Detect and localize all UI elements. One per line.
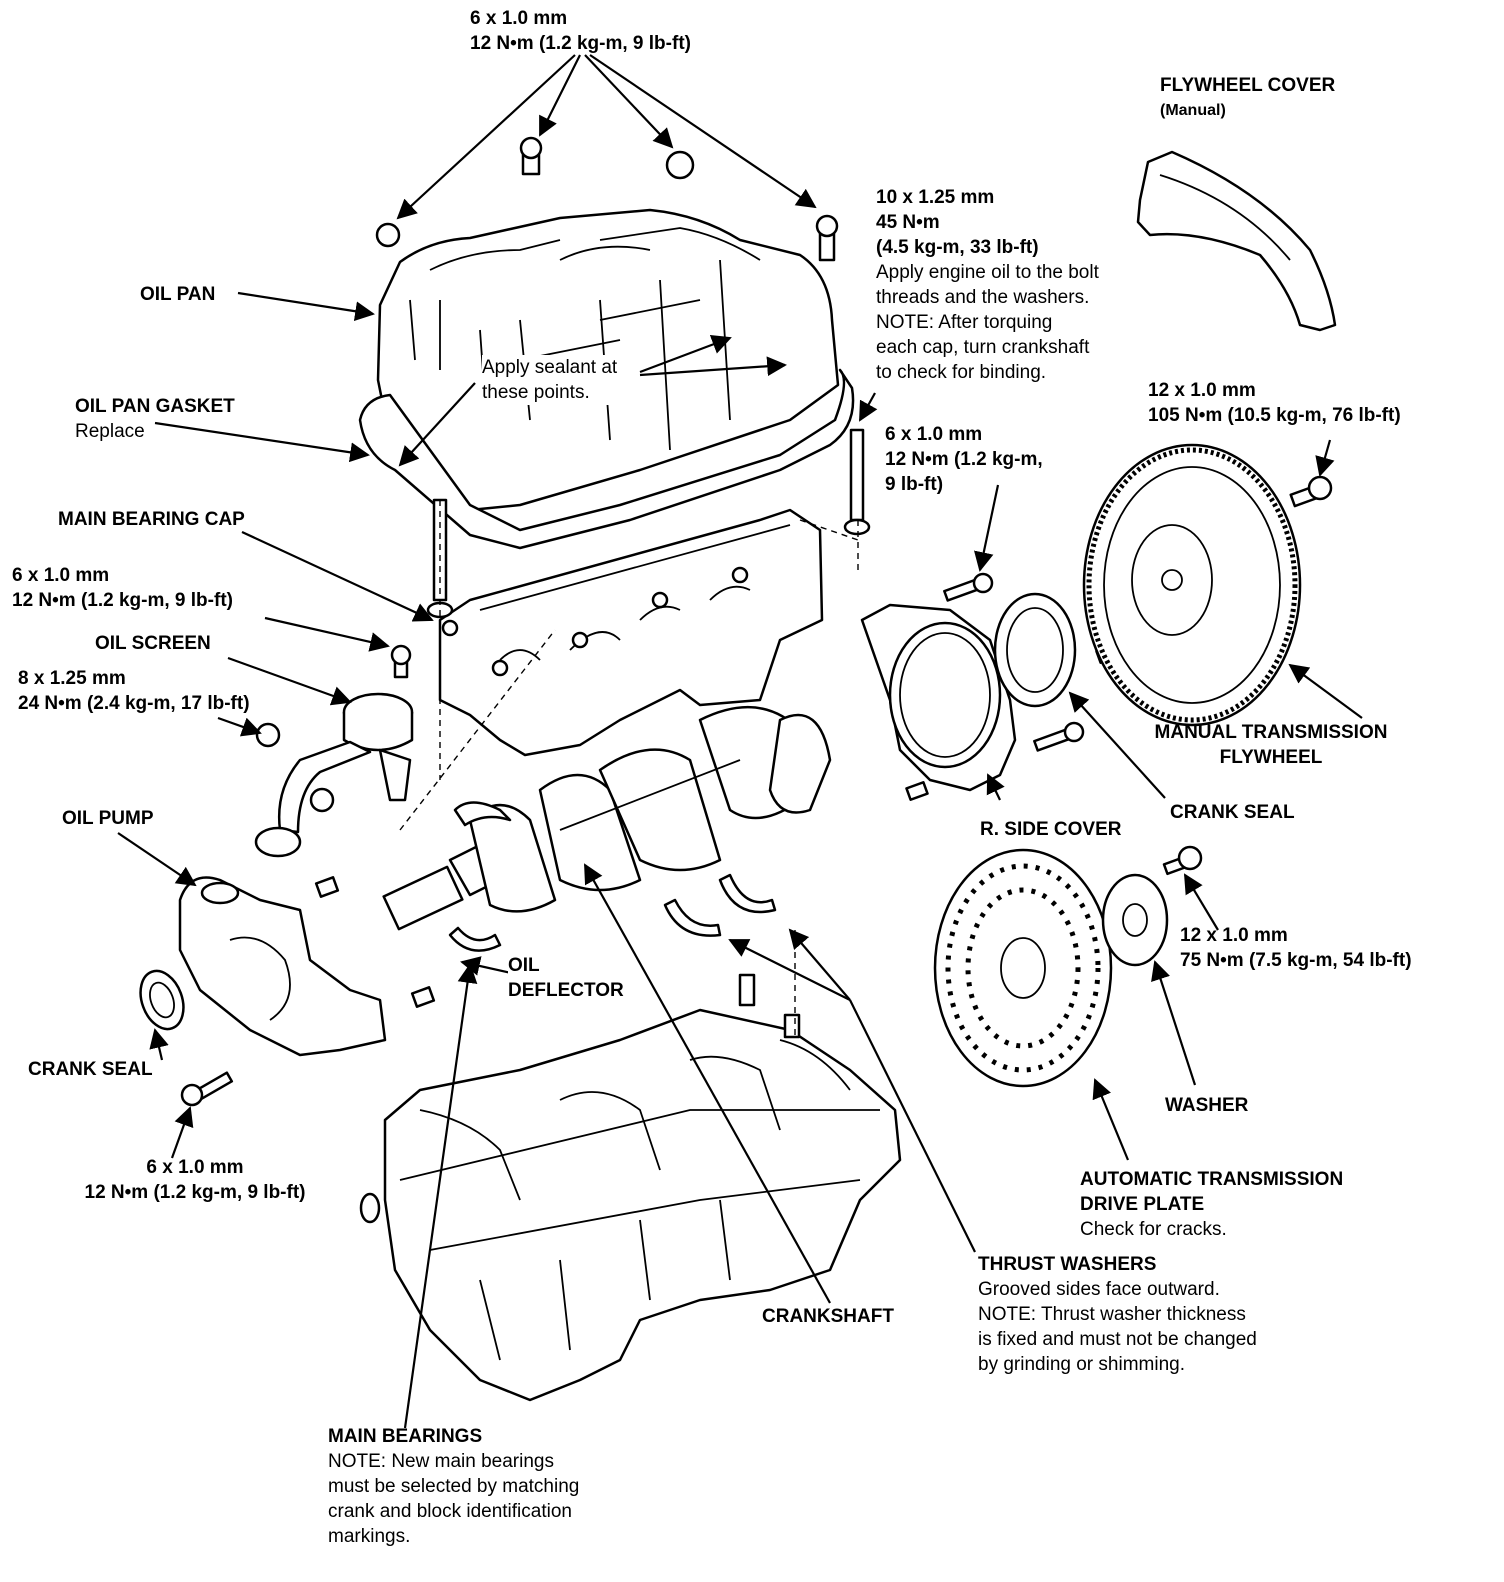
manual-flywheel-line-1: MANUAL TRANSMISSION <box>1154 722 1388 743</box>
main-bearings-note-3: crank and block identification <box>328 1501 572 1522</box>
drive-plate-bolt-size: 12 x 1.0 mm <box>1180 925 1288 946</box>
screen-bolt-label: 6 x 1.0 mm 12 N•m (1.2 kg-m, 9 lb-ft) <box>12 563 233 613</box>
crankshaft <box>382 705 832 931</box>
flywheel-cover <box>1136 150 1337 332</box>
side-cover-bolt-torque-1: 12 N•m (1.2 kg-m, <box>885 449 1043 470</box>
crank-seal-right <box>993 592 1077 708</box>
screen-nut-label: 8 x 1.25 mm 24 N•m (2.4 kg-m, 17 lb-ft) <box>18 666 250 716</box>
washer <box>1101 873 1169 967</box>
cap-bolt-note-3: NOTE: After torquing <box>876 312 1053 333</box>
cap-bolt-torque-alt: (4.5 kg-m, 33 lb-ft) <box>876 237 1039 258</box>
screen-bolt-torque: 12 N•m (1.2 kg-m, 9 lb-ft) <box>12 590 233 611</box>
main-bearing-cap-label: MAIN BEARING CAP <box>58 509 245 530</box>
manual-flywheel <box>1082 443 1302 727</box>
cap-bolts <box>426 428 871 619</box>
thrust-washers-label: THRUST WASHERS Grooved sides face outwar… <box>978 1252 1257 1377</box>
flywheel-bolt <box>1289 475 1333 508</box>
side-cover-bolt-label: 6 x 1.0 mm 12 N•m (1.2 kg-m, 9 lb-ft) <box>885 422 1043 497</box>
flywheel-cover-title: FLYWHEEL COVER <box>1160 75 1336 96</box>
pump-bolt-label: 6 x 1.0 mm 12 N•m (1.2 kg-m, 9 lb-ft) <box>55 1155 335 1205</box>
top-bolt-label: 6 x 1.0 mm 12 N•m (1.2 kg-m, 9 lb-ft) <box>470 6 691 56</box>
drive-plate-label: AUTOMATIC TRANSMISSION DRIVE PLATE Check… <box>1080 1167 1343 1242</box>
r-side-cover <box>860 603 1017 792</box>
drive-plate-bolt-label: 12 x 1.0 mm 75 N•m (7.5 kg-m, 54 lb-ft) <box>1180 923 1412 973</box>
flywheel-cover-label: FLYWHEEL COVER (Manual) <box>1160 73 1335 123</box>
oil-pan-gasket-label: OIL PAN GASKET Replace <box>75 394 235 444</box>
thrust-washers-note-4: by grinding or shimming. <box>978 1354 1185 1375</box>
main-bearings-label: MAIN BEARINGS NOTE: New main bearings mu… <box>328 1424 579 1549</box>
oil-deflector-line-1: OIL <box>508 955 540 976</box>
pump-bolt-size: 6 x 1.0 mm <box>146 1157 244 1178</box>
drive-plate-note: Check for cracks. <box>1080 1219 1227 1240</box>
flywheel-bolt-size: 12 x 1.0 mm <box>1148 380 1256 401</box>
crankshaft-label: CRANKSHAFT <box>762 1306 894 1327</box>
cap-bolt-size: 10 x 1.25 mm <box>876 187 995 208</box>
screen-bolts <box>255 644 412 813</box>
side-cover-bolts <box>943 572 1085 752</box>
drive-plate <box>933 848 1113 1088</box>
top-bolts <box>375 136 839 262</box>
thrust-washers-note-2: NOTE: Thrust washer thickness <box>978 1304 1246 1325</box>
leader-lines <box>117 54 1363 1429</box>
cap-bolt-torque: 45 N•m <box>876 212 940 233</box>
drive-plate-line-1: AUTOMATIC TRANSMISSION <box>1080 1169 1344 1190</box>
main-bearings-note-4: markings. <box>328 1526 411 1547</box>
oil-pan-gasket-title: OIL PAN GASKET <box>75 396 235 417</box>
screen-bolt-size: 6 x 1.0 mm <box>12 565 110 586</box>
side-cover-bolt-torque-2: 9 lb-ft) <box>885 474 944 495</box>
washer-label: WASHER <box>1165 1095 1249 1116</box>
main-bearings-title: MAIN BEARINGS <box>328 1426 483 1447</box>
oil-pump <box>178 826 387 1057</box>
thrust-washers-note-3: is fixed and must not be changed <box>978 1329 1257 1350</box>
main-bearings-note-1: NOTE: New main bearings <box>328 1451 554 1472</box>
flywheel-cover-note: (Manual) <box>1160 102 1226 119</box>
flywheel-bolt-label: 12 x 1.0 mm 105 N•m (10.5 kg-m, 76 lb-ft… <box>1148 378 1401 428</box>
oil-screen <box>278 692 414 834</box>
thrust-washers-note-1: Grooved sides face outward. <box>978 1279 1220 1300</box>
oil-screen-label: OIL SCREEN <box>95 633 211 654</box>
oil-deflector-line-2: DEFLECTOR <box>508 980 624 1001</box>
main-bearings-note-2: must be selected by matching <box>328 1476 580 1497</box>
drive-plate-bolt <box>1162 845 1203 876</box>
main-bearing-shells <box>448 801 777 952</box>
sealant-line-2: these points. <box>482 382 590 403</box>
top-bolt-size: 6 x 1.0 mm <box>470 8 568 29</box>
crank-seal-left <box>139 969 185 1031</box>
r-side-cover-label: R. SIDE COVER <box>980 819 1122 840</box>
main-bearing-cap <box>438 508 824 757</box>
crank-seal-right-label: CRANK SEAL <box>1170 802 1295 823</box>
pump-bolt <box>180 1071 234 1107</box>
oil-pan-gasket <box>358 368 855 550</box>
pump-bolt-torque: 12 N•m (1.2 kg-m, 9 lb-ft) <box>84 1182 306 1203</box>
cap-bolt-note-2: threads and the washers. <box>876 287 1090 308</box>
sealant-label: Apply sealant at these points. <box>482 355 618 405</box>
cap-bolt-label: 10 x 1.25 mm 45 N•m (4.5 kg-m, 33 lb-ft)… <box>876 185 1099 385</box>
flywheel-bolt-torque: 105 N•m (10.5 kg-m, 76 lb-ft) <box>1148 405 1401 426</box>
oil-pan-label: OIL PAN <box>140 284 216 305</box>
manual-flywheel-label: MANUAL TRANSMISSION FLYWHEEL <box>1133 720 1409 770</box>
drive-plate-line-2: DRIVE PLATE <box>1080 1194 1205 1215</box>
cap-bolt-note-5: to check for binding. <box>876 362 1047 383</box>
manual-flywheel-line-2: FLYWHEEL <box>1219 747 1323 768</box>
screen-nut-torque: 24 N•m (2.4 kg-m, 17 lb-ft) <box>18 693 250 714</box>
cap-bolt-note-4: each cap, turn crankshaft <box>876 337 1090 358</box>
sealant-line-1: Apply sealant at <box>482 357 618 378</box>
side-cover-bolt-size: 6 x 1.0 mm <box>885 424 983 445</box>
screen-nut-size: 8 x 1.25 mm <box>18 668 126 689</box>
top-bolt-torque: 12 N•m (1.2 kg-m, 9 lb-ft) <box>470 33 691 54</box>
oil-pump-label: OIL PUMP <box>62 808 154 829</box>
thrust-washers-title: THRUST WASHERS <box>978 1254 1157 1275</box>
engine-block <box>383 1008 902 1402</box>
crank-seal-left-label: CRANK SEAL <box>28 1059 153 1080</box>
cap-bolt-note-1: Apply engine oil to the bolt <box>876 262 1099 283</box>
drive-plate-bolt-torque: 75 N•m (7.5 kg-m, 54 lb-ft) <box>1180 950 1412 971</box>
oil-pan-gasket-note: Replace <box>75 421 145 442</box>
oil-deflector-label: OIL DEFLECTOR <box>508 953 624 1003</box>
